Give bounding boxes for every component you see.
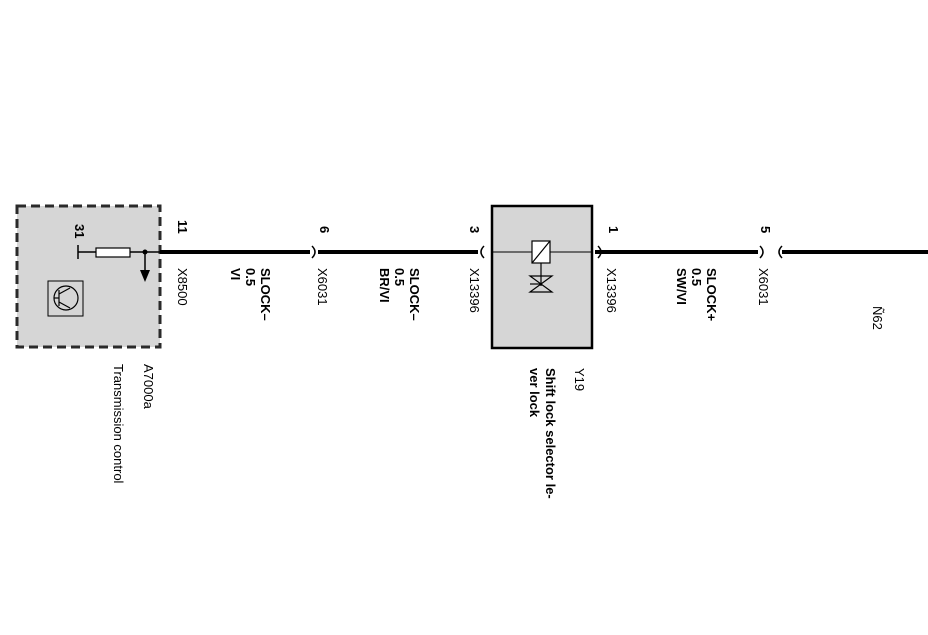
module-pin-label: 31 bbox=[72, 224, 87, 238]
valve-name-line2: ver lock bbox=[527, 368, 542, 418]
wire-signal-label: SLOCK– bbox=[258, 268, 273, 321]
solenoid-valve-icon bbox=[528, 240, 554, 293]
connector-terminals bbox=[311, 245, 783, 259]
valve-id-label: Y19 bbox=[572, 368, 587, 391]
wire-signal-label: SLOCK– bbox=[407, 268, 422, 321]
terminal-mark-x13396-1 bbox=[597, 245, 602, 259]
wire-size-label: 0.5 bbox=[392, 268, 407, 286]
valve-box bbox=[490, 204, 594, 350]
module-name-label: Transmission control bbox=[111, 364, 126, 484]
connector-name-label: X13396 bbox=[604, 268, 619, 313]
module-id-label: A7000a bbox=[141, 364, 156, 410]
pin-label: 6 bbox=[317, 226, 332, 233]
wire-color-label: SW/VI bbox=[674, 268, 689, 305]
wire-color-label: VI bbox=[228, 268, 243, 280]
wire-signal-label: SLOCK+ bbox=[704, 268, 719, 322]
wire-1-labels: SLOCK– 0.5 VI bbox=[228, 268, 273, 321]
connector-name-label: X6031 bbox=[315, 268, 330, 306]
connector-name-label: X8500 bbox=[175, 268, 190, 306]
terminal-mark-x6031-5b bbox=[778, 245, 783, 259]
connector-name-label: X6031 bbox=[756, 268, 771, 306]
pin-label: 5 bbox=[758, 226, 773, 233]
terminal-mark-x13396-3 bbox=[480, 245, 485, 259]
connector-names: X8500 X6031 X13396 X13396 X6031 bbox=[175, 268, 771, 313]
wire-size-label: 0.5 bbox=[243, 268, 258, 286]
transistor-icon bbox=[47, 280, 84, 317]
page-reference-link[interactable]: Ñ62 bbox=[870, 306, 885, 330]
pin-label: 3 bbox=[467, 226, 482, 233]
shift-lock-valve-module[interactable]: Y19 Shift lock selector le- ver lock bbox=[490, 204, 594, 499]
wire-size-label: 0.5 bbox=[689, 268, 704, 286]
terminal-mark-x6031-6 bbox=[311, 245, 316, 259]
pin-label: 11 bbox=[175, 220, 190, 234]
internal-resistor-icon bbox=[77, 245, 160, 282]
valve-name-line1: Shift lock selector le- bbox=[543, 368, 558, 499]
wire-3-labels: SLOCK+ 0.5 SW/VI bbox=[674, 268, 719, 322]
connector-name-label: X13396 bbox=[467, 268, 482, 313]
wire-color-label: BR/VI bbox=[377, 268, 392, 303]
transmission-control-module[interactable]: 31 A7000a Transmission control bbox=[15, 204, 162, 484]
wire-2-labels: SLOCK– 0.5 BR/VI bbox=[377, 268, 422, 321]
terminal-mark-x6031-5a bbox=[759, 245, 764, 259]
module-dashed-border bbox=[15, 204, 162, 349]
connector-pins: 11 6 3 1 5 bbox=[175, 220, 773, 234]
pin-label: 1 bbox=[606, 226, 621, 233]
